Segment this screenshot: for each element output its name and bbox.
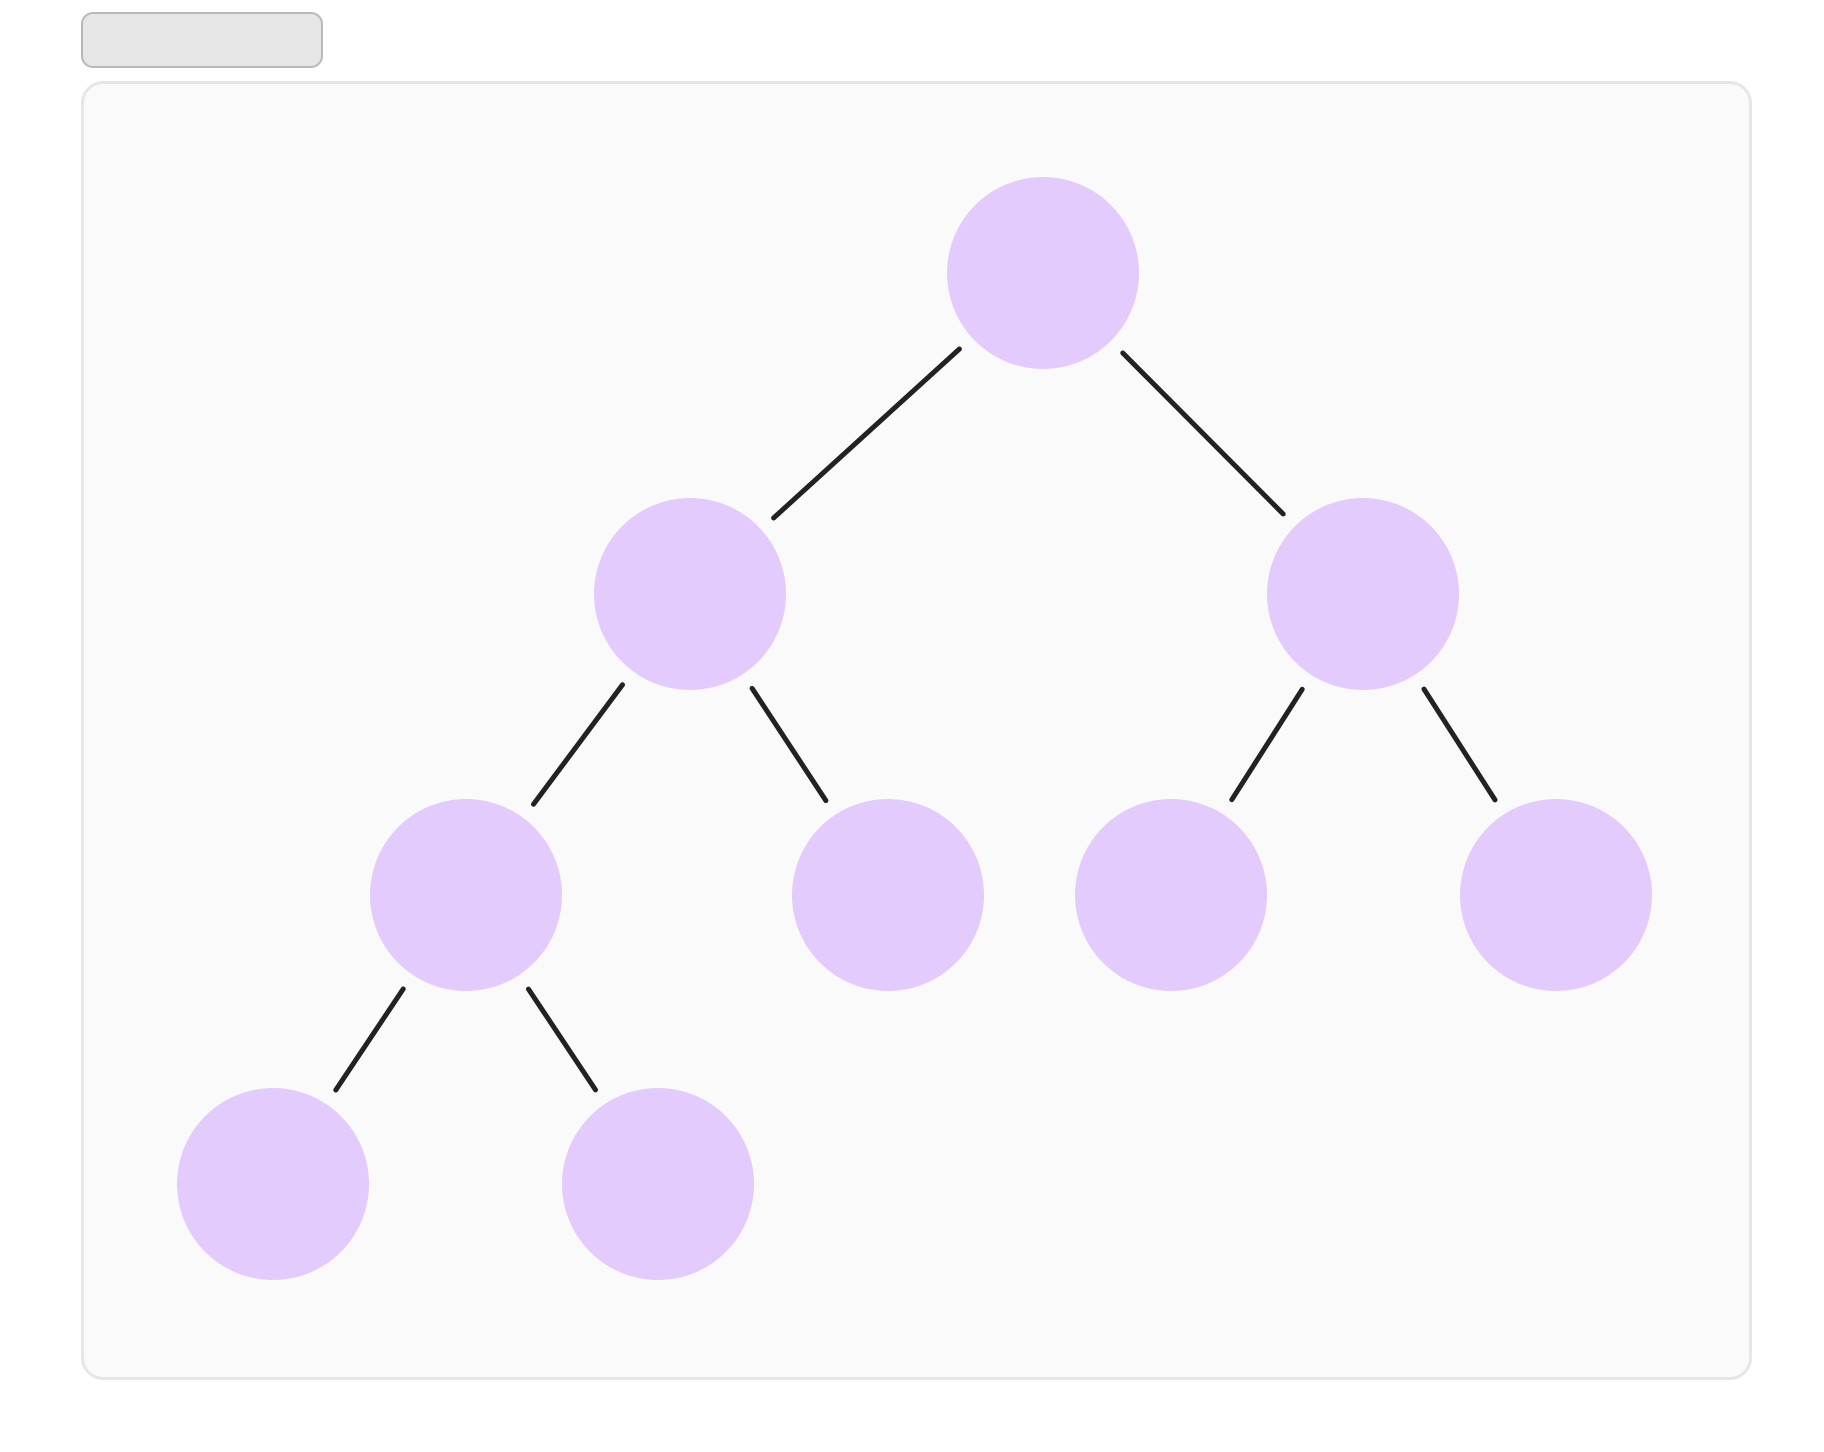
toolbar-button[interactable] — [81, 12, 323, 68]
tree-node-n1 — [594, 498, 786, 690]
tree-node-n4 — [792, 799, 984, 991]
tree-node-n5 — [1075, 799, 1267, 991]
tree-edge-n1-n4 — [749, 685, 829, 804]
tree-node-n0 — [947, 177, 1139, 369]
tree-edge-n0-n1 — [771, 346, 962, 521]
tree-node-n7 — [177, 1088, 369, 1280]
tree-edge-n2-n6 — [1421, 686, 1498, 803]
tree-node-n2 — [1267, 498, 1459, 690]
tree-node-n6 — [1460, 799, 1652, 991]
tree-edge-n3-n7 — [333, 986, 406, 1093]
tree-edge-n2-n5 — [1229, 686, 1305, 803]
tree-node-n8 — [562, 1088, 754, 1280]
tree-edge-n0-n2 — [1120, 350, 1286, 517]
tree-edge-n3-n8 — [526, 986, 598, 1093]
tree-edge-n1-n3 — [531, 682, 625, 807]
tree-node-n3 — [370, 799, 562, 991]
